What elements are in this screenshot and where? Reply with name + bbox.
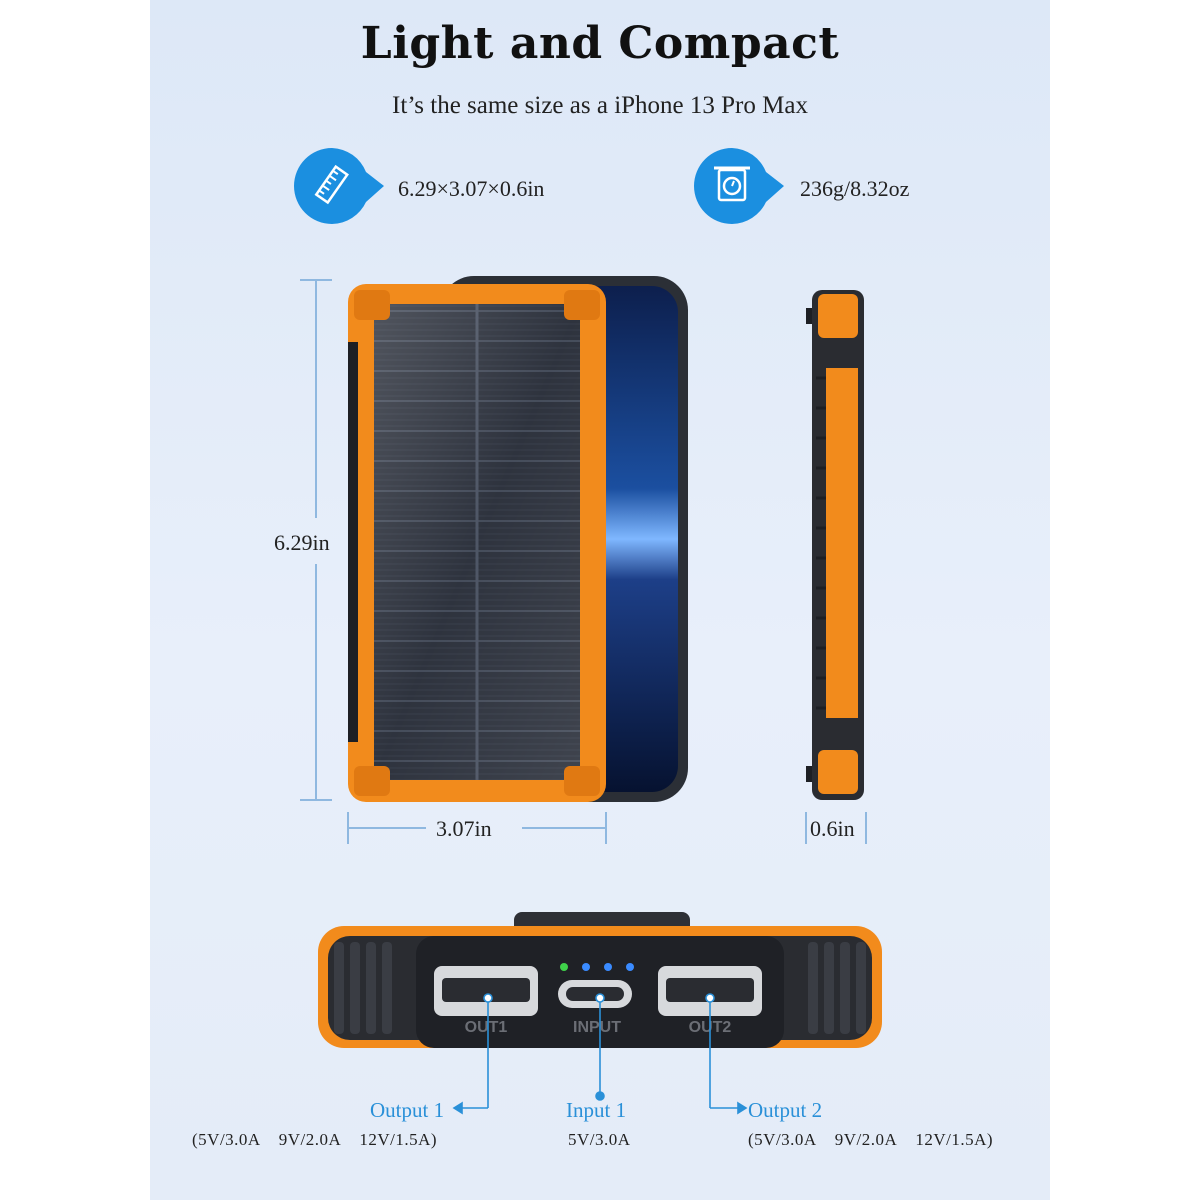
output2-label: Output 2 — [748, 1098, 823, 1122]
callout-lines — [452, 993, 748, 1115]
output1-label: Output 1 — [370, 1098, 445, 1122]
input1-spec: 5V/3.0A — [568, 1130, 631, 1149]
output1-spec: (5V/3.0A 9V/2.0A 12V/1.5A) — [192, 1130, 438, 1149]
power-bank-ports-image: OUT1 INPUT OUT2 — [318, 912, 882, 1048]
ruler-icon — [294, 148, 384, 224]
width-label: 3.07in — [436, 816, 492, 841]
depth-dimension-line — [805, 812, 867, 844]
input-port-label: INPUT — [573, 1019, 621, 1036]
height-label: 6.29in — [274, 530, 330, 555]
height-dimension-line — [300, 279, 332, 801]
width-dimension-line — [347, 812, 607, 844]
output2-spec: (5V/3.0A 9V/2.0A 12V/1.5A) — [748, 1130, 994, 1149]
power-bank-side-image — [806, 290, 864, 800]
page-subtitle: It’s the same size as a iPhone 13 Pro Ma… — [392, 92, 808, 119]
scale-icon — [694, 148, 784, 224]
size-spec: 6.29×3.07×0.6in — [398, 176, 545, 201]
power-bank-front-image — [348, 284, 606, 802]
out1-port-label: OUT1 — [465, 1019, 508, 1036]
weight-spec: 236g/8.32oz — [800, 176, 910, 201]
input1-label: Input 1 — [566, 1098, 627, 1122]
page-title: Light and Compact — [360, 18, 840, 69]
depth-label: 0.6in — [810, 816, 855, 841]
